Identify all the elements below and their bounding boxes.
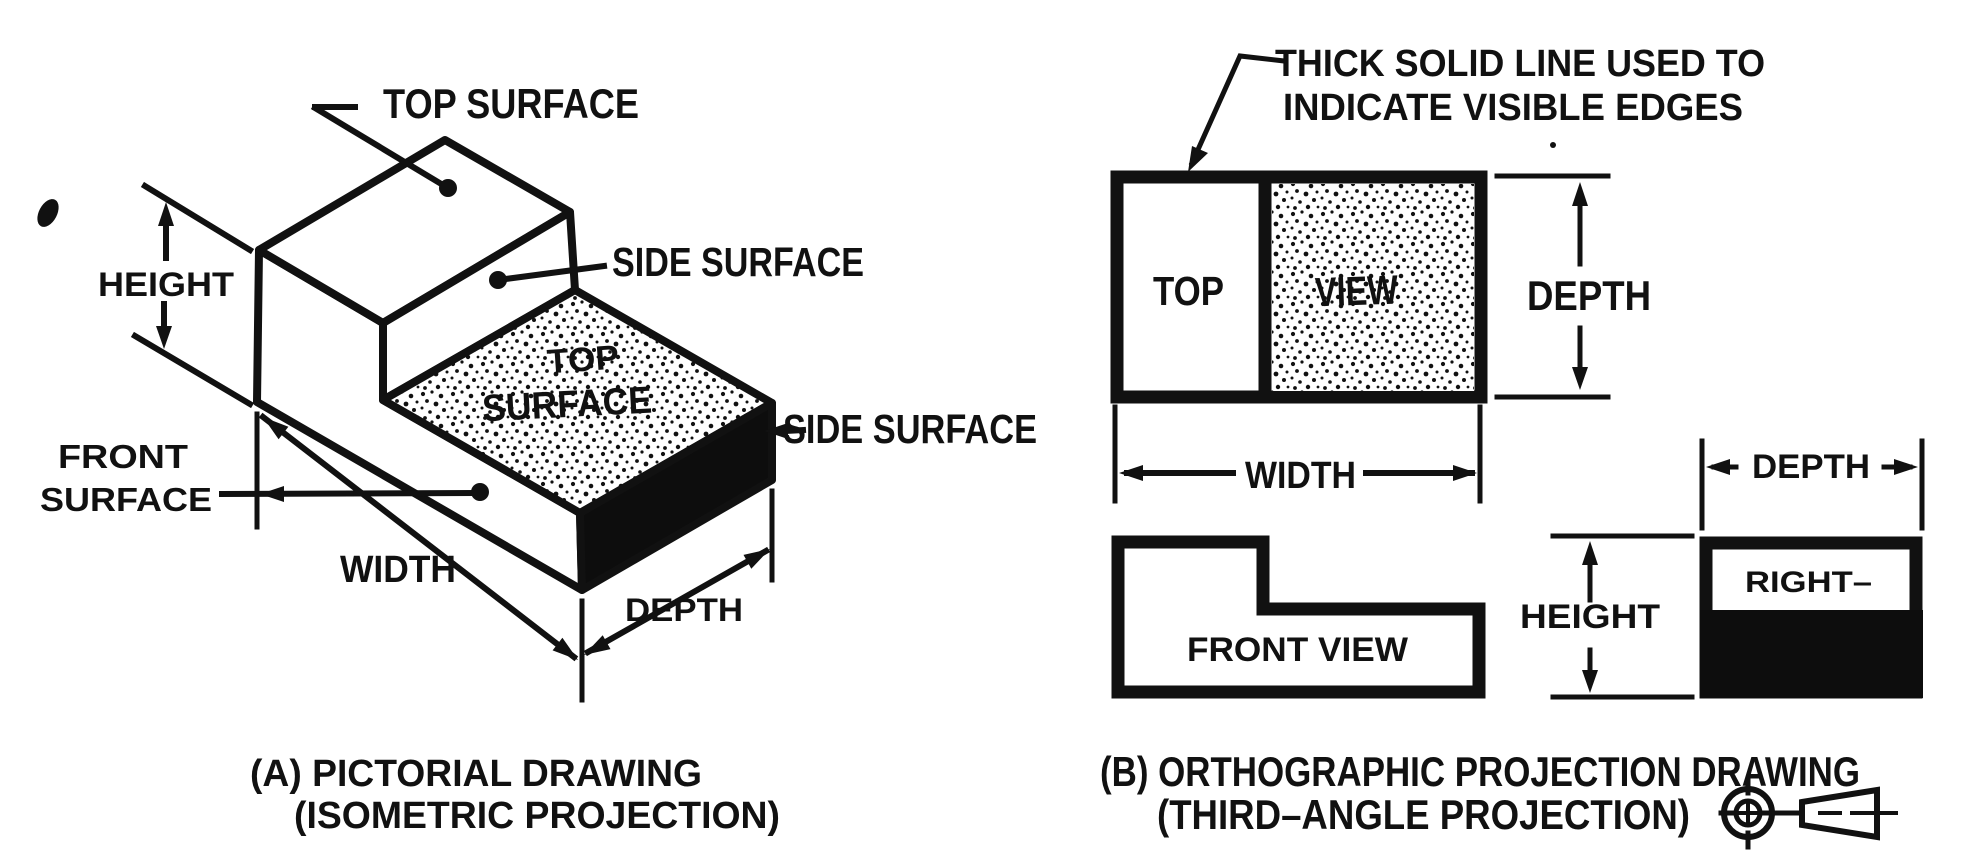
third-angle-projection-symbol-icon xyxy=(1718,777,1898,850)
front-view: FRONT VIEW xyxy=(1111,535,1486,699)
right-view-dark-area xyxy=(1700,610,1923,698)
block-top-face-label-line2: SURFACE xyxy=(481,380,653,431)
side-surface-lower-callout: SIDE SURFACE xyxy=(764,406,1037,452)
width-label-a: WIDTH xyxy=(340,549,456,591)
top-view-label-left: TOP xyxy=(1153,268,1224,314)
caption-b-line1: (B) ORTHOGRAPHIC PROJECTION DRAWING xyxy=(1100,748,1860,795)
front-surface-arrow-icon xyxy=(260,486,284,502)
front-surface-label-line1: FRONT xyxy=(58,438,188,475)
top-view-label-right: VIEW xyxy=(1314,267,1399,316)
scan-blob-artifact xyxy=(37,199,59,227)
depth-tv-arrow-up-icon xyxy=(1572,182,1588,206)
block-top-face-label-line1: TOP xyxy=(546,338,620,381)
height-b-arrow-down-icon xyxy=(1582,670,1598,693)
note-arrow-icon xyxy=(1188,146,1208,172)
top-view-stippled-area xyxy=(1272,184,1474,391)
depth-tv-arrow-down-icon xyxy=(1572,367,1588,390)
side-surface-upper-leader xyxy=(494,262,608,284)
caption-a: (A) PICTORIAL DRAWING (ISOMETRIC PROJECT… xyxy=(250,753,780,837)
top-view: TOP VIEW xyxy=(1110,170,1488,404)
front-surface-leader xyxy=(218,489,477,498)
side-surface-lower-leader xyxy=(782,426,807,435)
right-view-label: RIGHT– xyxy=(1745,566,1872,599)
height-label-a: HEIGHT xyxy=(98,266,234,304)
width-b-arrow-left-icon xyxy=(1119,465,1143,481)
width-dimension-b: WIDTH xyxy=(1112,404,1483,504)
depth-dimension-top-view: DEPTH xyxy=(1494,173,1651,400)
note-line1: THICK SOLID LINE USED TO xyxy=(1275,43,1765,85)
side-surface-lower-label: SIDE SURFACE xyxy=(783,406,1037,452)
right-side-view: RIGHT– xyxy=(1699,536,1923,699)
caption-a-line1: (A) PICTORIAL DRAWING xyxy=(250,753,702,795)
front-surface-dot xyxy=(471,483,489,501)
scan-speck-artifact xyxy=(1550,142,1556,148)
width-dim-line xyxy=(258,412,579,662)
side-surface-upper-dot xyxy=(489,271,507,289)
caption-a-line2: (ISOMETRIC PROJECTION) xyxy=(294,795,780,837)
depth-dimension-a: DEPTH xyxy=(583,488,775,657)
top-surface-label: TOP SURFACE xyxy=(383,80,639,127)
height-ext-line-bottom xyxy=(130,331,255,409)
height-dimension-a: HEIGHT xyxy=(98,181,255,409)
height-arrow-down-icon xyxy=(156,326,172,349)
depth-dimension-right-view: DEPTH xyxy=(1699,438,1925,531)
panel-b-orthographic: THICK SOLID LINE USED TO INDICATE VISIBL… xyxy=(1100,43,1925,850)
front-view-label: FRONT VIEW xyxy=(1187,631,1409,669)
height-dimension-b: HEIGHT xyxy=(1520,533,1695,700)
width-label-b: WIDTH xyxy=(1245,455,1356,497)
depth-dim-line xyxy=(583,546,771,657)
caption-b: (B) ORTHOGRAPHIC PROJECTION DRAWING (THI… xyxy=(1100,748,1860,838)
width-b-arrow-right-icon xyxy=(1453,465,1477,481)
caption-b-line2: (THIRD–ANGLE PROJECTION) xyxy=(1157,791,1690,838)
depth-rv-arrow-right-icon xyxy=(1894,459,1918,475)
top-surface-leader-line xyxy=(310,103,453,193)
depth-label-top-view: DEPTH xyxy=(1527,272,1651,319)
depth-rv-arrow-left-icon xyxy=(1706,459,1730,475)
front-surface-callout: FRONT SURFACE xyxy=(40,438,489,518)
panel-a-pictorial: TOP SURFACE TOP SURFACE HEIGHT SIDE SURF… xyxy=(37,80,1037,837)
depth-label-right-view: DEPTH xyxy=(1752,448,1870,486)
top-surface-leader-dot xyxy=(439,179,457,197)
depth-label-a: DEPTH xyxy=(625,592,743,628)
height-label-b: HEIGHT xyxy=(1520,598,1660,636)
note-line2: INDICATE VISIBLE EDGES xyxy=(1283,87,1743,129)
block-step-side-face-dark xyxy=(576,399,776,594)
side-surface-lower-arrow-icon xyxy=(764,423,788,439)
width-dimension-a: WIDTH xyxy=(254,411,585,703)
front-view-outline xyxy=(1111,535,1486,699)
side-surface-upper-label: SIDE SURFACE xyxy=(612,239,864,285)
note-leader-line xyxy=(1188,53,1287,167)
height-arrow-up-icon xyxy=(158,202,174,226)
height-ext-line-top xyxy=(140,181,255,255)
visible-edge-note: THICK SOLID LINE USED TO INDICATE VISIBL… xyxy=(1188,43,1765,172)
top-surface-callout: TOP SURFACE xyxy=(310,80,639,197)
isometric-block: TOP SURFACE xyxy=(253,136,776,594)
height-b-arrow-up-icon xyxy=(1582,541,1598,565)
width-arrow-end-icon xyxy=(552,637,578,660)
depth-arrow-left-icon xyxy=(584,635,611,655)
side-surface-upper-callout: SIDE SURFACE xyxy=(489,239,864,289)
depth-arrow-right-icon xyxy=(743,549,770,569)
front-surface-label-line2: SURFACE xyxy=(40,481,212,518)
width-arrow-start-icon xyxy=(263,417,289,440)
